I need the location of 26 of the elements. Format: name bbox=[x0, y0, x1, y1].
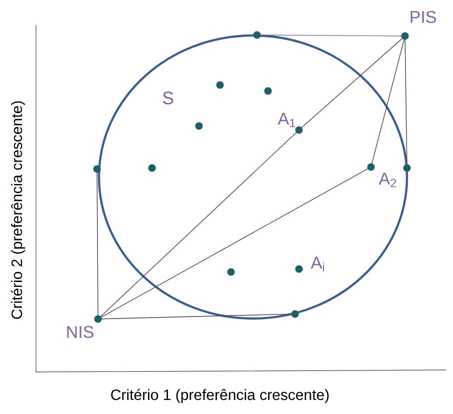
point bbox=[253, 31, 261, 39]
point bbox=[195, 122, 203, 130]
point-label: A$_{2}$ bbox=[378, 172, 396, 188]
point-label: A$_{1}$ bbox=[278, 112, 296, 128]
connector-line bbox=[101, 314, 292, 320]
connector-line bbox=[301, 38, 403, 128]
connector-line bbox=[100, 168, 368, 318]
point bbox=[264, 87, 272, 95]
point bbox=[93, 165, 101, 173]
point-label: A$_{i}$ bbox=[310, 256, 324, 272]
point-label: NIS bbox=[67, 326, 94, 338]
connector-line bbox=[372, 39, 404, 164]
connector-line bbox=[100, 132, 297, 317]
axis-label: Critério 2 (preferência crescente) bbox=[10, 101, 26, 319]
point-label: PIS bbox=[410, 10, 436, 24]
set-label: S bbox=[162, 92, 174, 104]
axis-label: Critério 1 (preferência crescente) bbox=[111, 388, 329, 404]
connector-line bbox=[96, 172, 98, 316]
point bbox=[403, 164, 411, 172]
connector-line bbox=[260, 34, 402, 36]
connector-line bbox=[404, 39, 408, 165]
point bbox=[216, 81, 224, 89]
point bbox=[227, 268, 235, 276]
point bbox=[291, 310, 299, 318]
set-ellipse bbox=[98, 34, 408, 320]
point bbox=[148, 164, 156, 172]
